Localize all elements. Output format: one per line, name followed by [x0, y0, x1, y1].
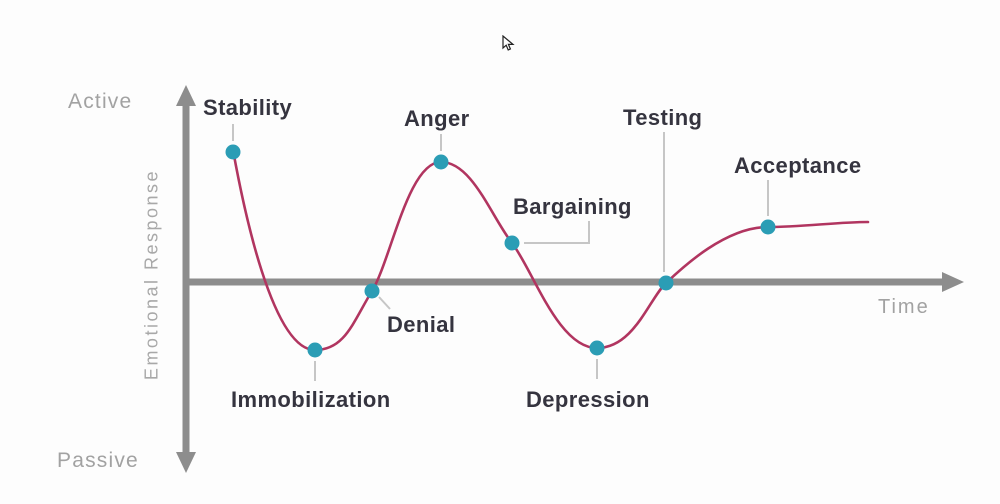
y-axis-active-label: Active	[68, 90, 133, 113]
dot-anger	[433, 154, 449, 170]
y-axis-up-arrow	[176, 85, 196, 106]
dot-depression	[589, 340, 605, 356]
y-axis-passive-label: Passive	[57, 449, 139, 472]
dot-denial	[364, 283, 380, 299]
connector-bargaining	[524, 221, 590, 244]
x-axis-time-label: Time	[878, 296, 930, 318]
mouse-cursor	[502, 35, 515, 51]
dot-stability	[225, 144, 241, 160]
emotion-curve	[231, 148, 870, 352]
y-axis-title: Emotional Response	[141, 168, 162, 381]
y-axis-down-arrow	[176, 452, 196, 473]
connector-denial	[378, 296, 391, 310]
dot-acceptance	[760, 219, 776, 235]
x-axis-right-arrow	[942, 272, 964, 292]
dot-bargaining	[504, 235, 520, 251]
dot-immobilization	[307, 342, 323, 358]
dot-testing	[658, 275, 674, 291]
